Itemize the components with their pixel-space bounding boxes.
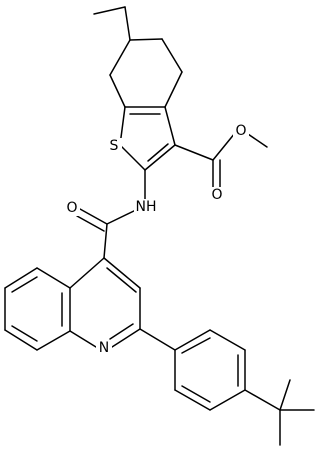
bond-ethyl-ch2-c6 <box>124 6 131 41</box>
bond-c4a-c5q <box>36 267 71 289</box>
bond-c2-c3-double <box>147 143 169 162</box>
bond-c4q-c3q <box>103 257 141 289</box>
ester-oxygen-label: O <box>235 123 246 139</box>
amide-nh-atom: NH <box>134 199 158 215</box>
quinoline-nitrogen-atom: N <box>96 340 112 356</box>
quinoline-nitrogen-label: N <box>99 340 109 356</box>
ester-carbonyl-oxygen-label: O <box>211 187 222 203</box>
bond-ph4-tbu <box>244 389 281 411</box>
bond-c4q-c3q-double <box>106 267 137 293</box>
bond-s-c2 <box>119 144 146 171</box>
atom-labels: S O O NH O N <box>64 123 249 356</box>
bond-c8q-c8a <box>36 330 71 351</box>
bond-c6-c5 <box>129 38 163 41</box>
bond-n-c8a <box>69 330 97 348</box>
bond-tbu-me3 <box>279 379 291 411</box>
amide-oxygen-label: O <box>66 200 77 216</box>
bond-c3-c3a <box>164 106 176 146</box>
bond-c7q-c8q <box>4 329 38 351</box>
amide-nh-label: NH <box>136 199 157 215</box>
bond-c7q-c8q-double <box>11 325 38 342</box>
bond-ester-c-o-single <box>212 132 236 161</box>
bond-ph1-ph2-double <box>181 337 211 354</box>
bond-nh-amide-c <box>106 208 139 225</box>
bond-amide-c-c4q <box>103 223 108 259</box>
bond-ph2-ph3 <box>209 329 246 351</box>
bond-c5q-c6q <box>4 267 38 289</box>
bond-c2-c3 <box>144 144 176 171</box>
bond-c5q-c6q-double <box>11 276 38 293</box>
bond-ph5-ph6-double <box>181 385 211 403</box>
bond-ph5-ph6 <box>174 389 211 411</box>
bonds <box>4 6 315 446</box>
sulfur-atom: S <box>106 138 122 154</box>
bond-c7a-c7 <box>109 74 126 108</box>
bond-amide-c-o-double-a <box>79 208 108 225</box>
bond-c7-c6 <box>109 39 131 76</box>
sulfur-label: S <box>110 138 119 154</box>
bond-c4-c3a <box>164 71 183 108</box>
bond-ethyl-ch3-ch2 <box>93 6 126 15</box>
bond-ph1-ph2 <box>174 329 211 351</box>
bond-c2q-n-double <box>109 323 134 340</box>
bond-c5-c4 <box>161 38 183 73</box>
bond-ph4-ph5 <box>209 389 246 411</box>
bond-c4a-c4q <box>69 257 105 289</box>
bond-amide-c-o-double-b <box>76 215 105 232</box>
bond-c2q-phenyl <box>139 328 176 351</box>
bond-c2q-n <box>111 328 141 348</box>
amide-oxygen-atom: O <box>64 200 80 216</box>
bond-c3-ester-c <box>174 144 214 161</box>
ester-carbonyl-oxygen-atom: O <box>209 187 225 203</box>
ester-oxygen-atom: O <box>233 123 249 139</box>
